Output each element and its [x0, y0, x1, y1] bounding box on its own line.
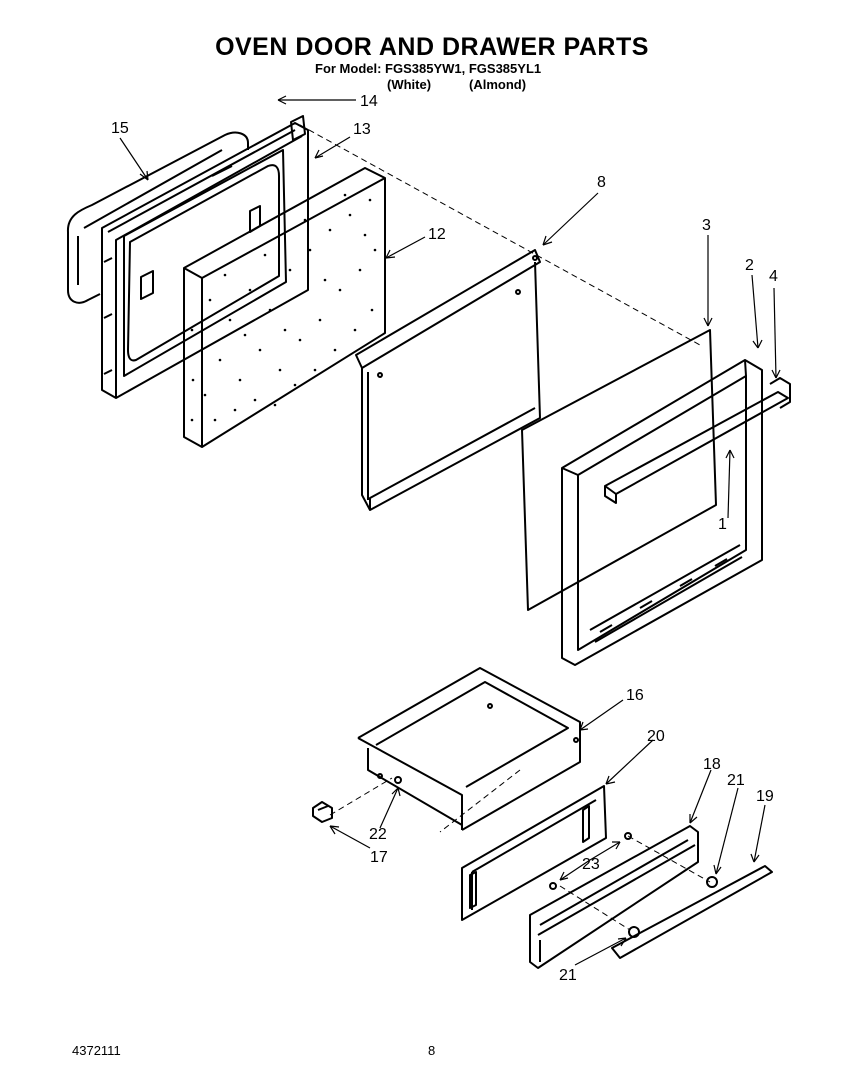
drawer-rail-part-19 [611, 865, 773, 959]
callout-15: 15 [111, 120, 129, 137]
callout-12: 12 [428, 226, 446, 243]
callout-3: 3 [702, 217, 711, 234]
glass-retainer-part-8 [355, 249, 541, 511]
callout-8: 8 [597, 174, 606, 191]
callout-18: 18 [703, 756, 721, 773]
callout-13: 13 [353, 121, 371, 138]
door-glass-part-3 [521, 329, 717, 611]
color-almond-label: (Almond) [469, 77, 527, 92]
model-line: For Model: FGS385YW1, FGS385YL1 [315, 61, 542, 76]
insulation-texture [190, 193, 377, 422]
drawer-front-panel-part-20 [461, 785, 607, 921]
drawer-stop-part-22 [394, 776, 402, 784]
callout-21-upper: 21 [727, 772, 745, 789]
nuts-part-21 [628, 876, 718, 938]
callout-23: 23 [582, 856, 600, 873]
inner-door-liner [101, 115, 309, 399]
door-handle-part-4 [604, 377, 791, 504]
callout-2: 2 [745, 257, 754, 274]
callout-22: 22 [369, 826, 387, 843]
callout-4: 4 [769, 268, 778, 285]
drawer-trim-part-18 [529, 825, 699, 969]
callout-17: 17 [370, 849, 388, 866]
drawer-clip-part-17 [312, 801, 333, 823]
drawer-body-part-16 [357, 667, 581, 831]
screws-part-23 [549, 832, 632, 890]
outer-door-frame-part-2 [561, 359, 763, 666]
door-gasket-part-15 [66, 131, 249, 304]
callout-14: 14 [360, 93, 378, 110]
assembly-guide-lines [299, 124, 711, 931]
leader-lines [119, 95, 781, 966]
document-number: 4372111 [72, 1043, 121, 1058]
insulation-part-12 [183, 167, 386, 448]
callout-21-lower: 21 [559, 967, 577, 984]
color-white-label: (White) [387, 77, 432, 92]
callout-16: 16 [626, 687, 644, 704]
page-number: 8 [428, 1043, 436, 1058]
page-title: OVEN DOOR AND DRAWER PARTS [215, 33, 649, 61]
callout-20: 20 [647, 728, 665, 745]
callout-19: 19 [756, 788, 774, 805]
callout-1: 1 [718, 516, 727, 533]
